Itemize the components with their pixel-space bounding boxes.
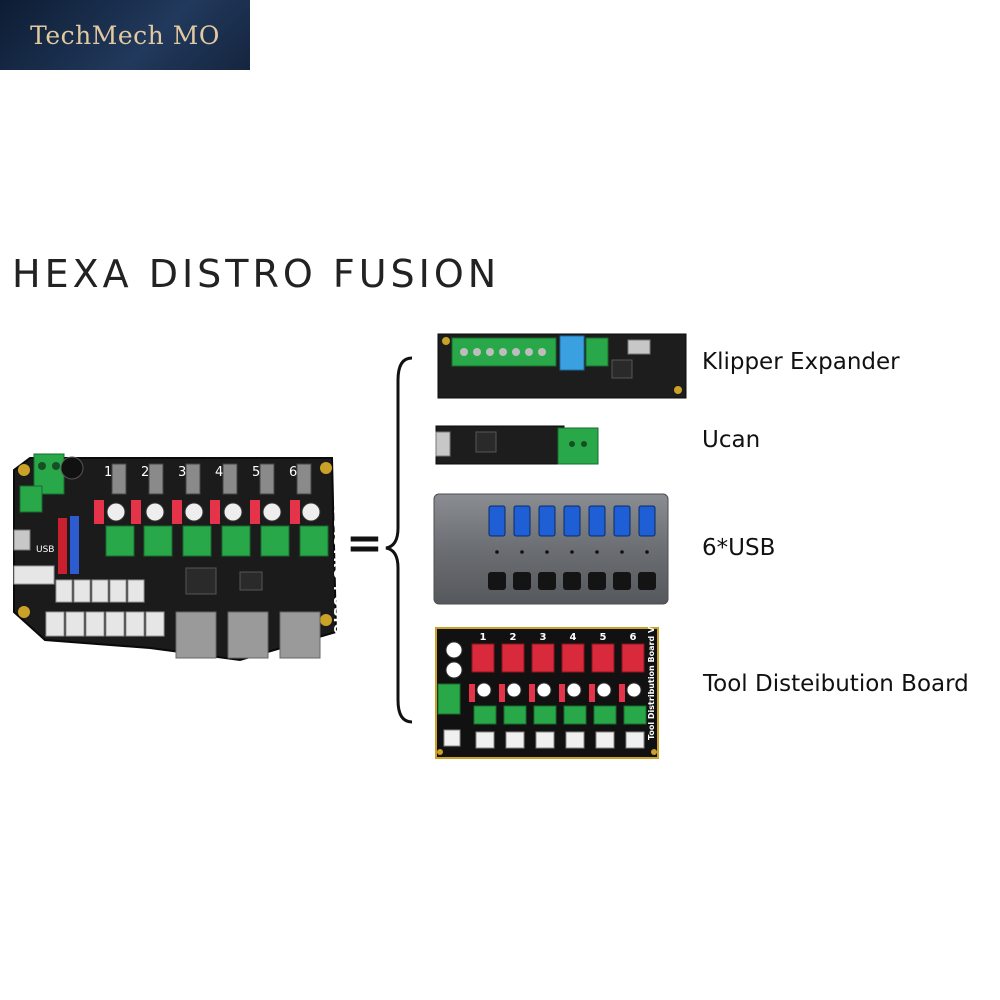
- component-label-tool-distribution-board: Tool Disteibution Board: [703, 671, 969, 697]
- component-label-klipper-expander: Klipper Expander: [702, 349, 900, 375]
- component-label-6-usb: 6*USB: [702, 535, 776, 561]
- usb-hub: [433, 493, 669, 605]
- tool-board-channel-label: 5: [600, 632, 607, 643]
- klipper-expander-board: [437, 333, 687, 399]
- board-silkscreen: HEXA DISTRO FUSION: [330, 470, 345, 647]
- tool-board-channel-label: 3: [540, 632, 547, 643]
- tool-board-silkscreen: Tool Distribution Board V2: [647, 621, 656, 740]
- headline: HEXA DISTRO FUSION: [12, 252, 501, 296]
- tool-board-channel-label: 2: [510, 632, 517, 643]
- tool-board-channel-label: 1: [480, 632, 487, 643]
- brand-badge: TechMech MO: [0, 0, 250, 70]
- usb-silkscreen: USB: [36, 545, 54, 555]
- hexa-distro-fusion-board: USB 1 2 3 4 5 6: [13, 453, 345, 662]
- tool-board-channel-label: 6: [630, 632, 637, 643]
- brand-name: TechMech MO: [30, 20, 220, 50]
- curly-brace: [385, 356, 413, 724]
- ucan-board: [435, 425, 599, 465]
- equals-symbol: =: [346, 518, 383, 569]
- board-channel-label: 3: [178, 465, 186, 480]
- component-label-ucan: Ucan: [702, 427, 761, 453]
- board-channel-label: 2: [141, 465, 149, 480]
- board-channel-label: 1: [104, 465, 112, 480]
- board-channel-label: 6: [289, 465, 297, 480]
- board-channel-label: 5: [252, 465, 260, 480]
- board-channel-label: 4: [215, 465, 223, 480]
- tool-distribution-board: 1 2 3 4 5 6: [435, 621, 659, 759]
- tool-board-channel-label: 4: [570, 632, 577, 643]
